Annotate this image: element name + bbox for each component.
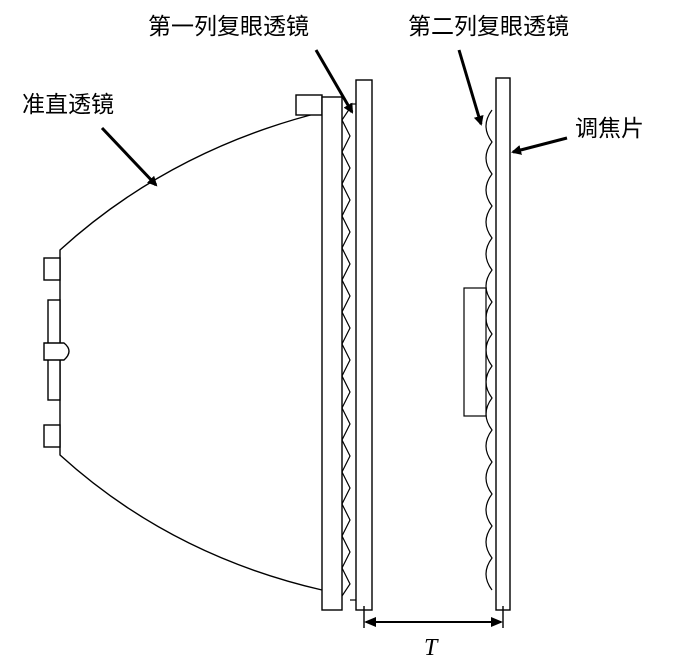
arrow-focusing-plate: [511, 136, 568, 155]
leader-arrows: [100, 49, 568, 187]
spacing-dimension: [363, 606, 504, 628]
fly-eye-array-1: [341, 79, 373, 611]
arrow-fly-eye-2: [457, 49, 484, 126]
fly-eye-array-1-lenslets: [341, 107, 351, 597]
focusing-plate-label: 调焦片: [575, 116, 644, 142]
arrow-fly-eye-1: [314, 49, 354, 114]
fly-eye-array-1-substrate: [355, 79, 373, 611]
fly-eye-array-2-label: 第二列复眼透镜: [408, 14, 569, 40]
collimating-lens: [43, 94, 343, 611]
spacing-label: T: [424, 635, 438, 661]
fly-eye-array-2-lenslets: [485, 109, 493, 591]
collimating-lens-label: 准直透镜: [22, 92, 114, 118]
arrow-collimating-lens: [100, 126, 158, 187]
focusing-plate: [495, 77, 511, 611]
fly-eye-array-2-center-block: [463, 287, 487, 417]
fly-eye-array-1-label: 第一列复眼透镜: [148, 14, 309, 40]
fly-eye-array-2: [463, 77, 511, 611]
